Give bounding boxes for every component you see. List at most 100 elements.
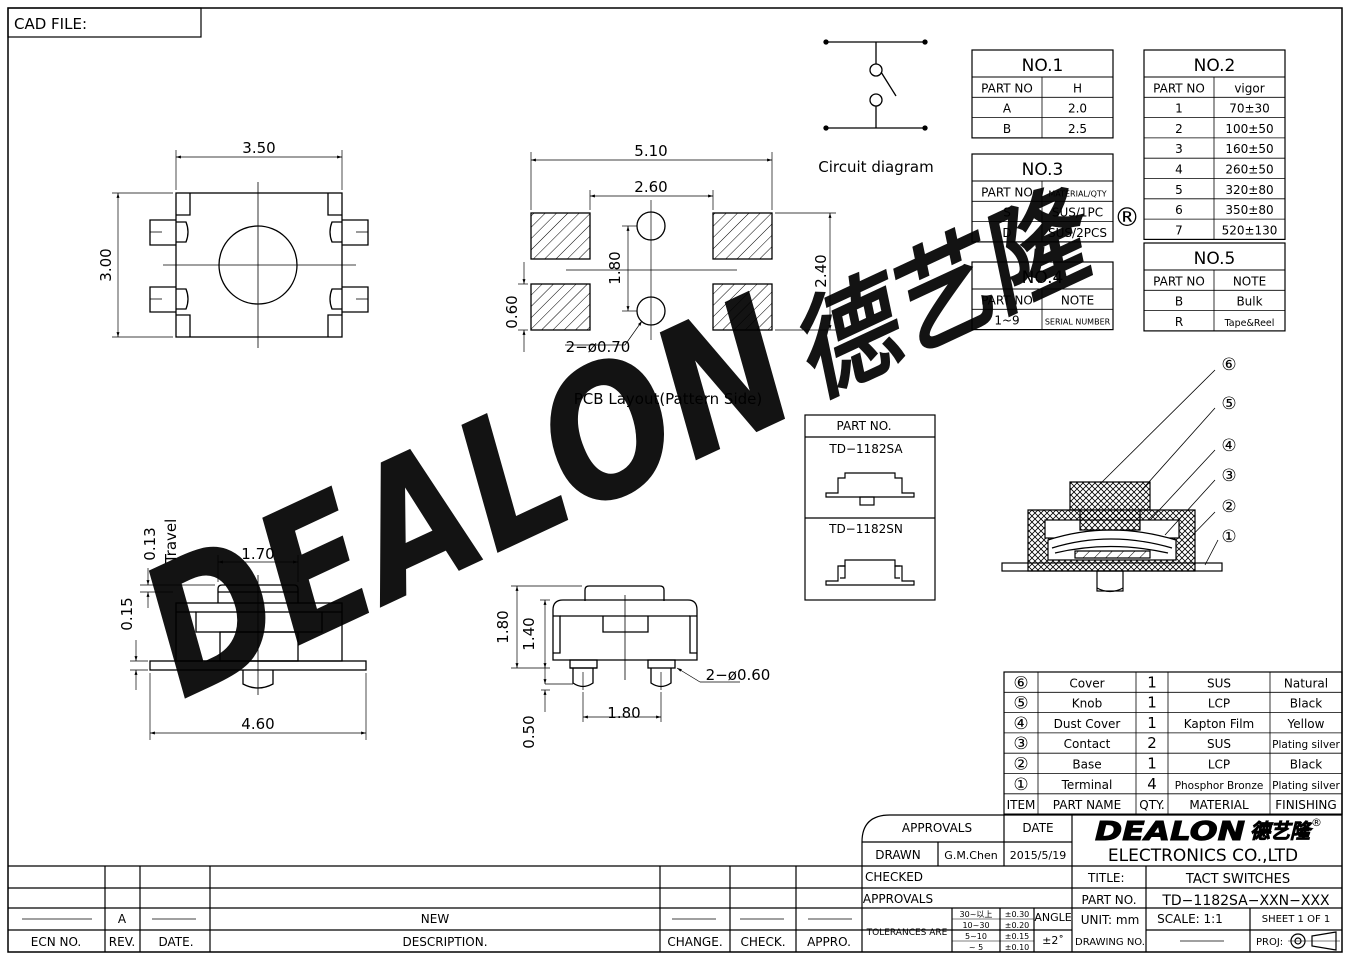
company-logo-registered: ®	[1311, 816, 1322, 829]
rev-header-date: DATE.	[158, 935, 193, 949]
part-no-sa: TD−1182SA	[828, 442, 903, 456]
bom-cell: Knob	[1072, 697, 1102, 711]
tb-scale: SCALE: 1:1	[1157, 912, 1223, 926]
table-no5-cell: B	[1175, 295, 1183, 309]
bom-cell: Cover	[1069, 676, 1104, 690]
bom-cell: 1	[1147, 714, 1157, 732]
company-name: ELECTRONICS CO.,LTD	[1108, 846, 1298, 866]
table-no3-header: PART NO	[981, 185, 1033, 199]
table-no3-cell: SUS/1PC	[1052, 206, 1103, 220]
dim-pcb-pitch: 2.60	[634, 178, 667, 196]
table-no2-cell: 6	[1175, 203, 1183, 217]
table-no2-cell: 1	[1175, 102, 1183, 116]
bom-cell: 1	[1147, 694, 1157, 712]
bom-cell: ②	[1013, 755, 1028, 775]
dim-side-015: 0.15	[118, 597, 136, 630]
table-no4-header: PART NO	[981, 293, 1033, 307]
table-no1-cell: 2.0	[1068, 102, 1087, 116]
dim-top-height: 3.00	[97, 248, 115, 281]
tb-unit: UNIT: mm	[1081, 913, 1140, 927]
table-no2-cell: 520±130	[1222, 223, 1278, 237]
bom-cell: Natural	[1284, 676, 1328, 690]
watermark-cjk: 德艺隆	[770, 168, 1118, 421]
table-no3-title: NO.3	[1022, 160, 1064, 180]
pcb-layout-label: PCB Layout(Pattern Side)	[574, 390, 762, 408]
bom-cell: ⑤	[1013, 694, 1028, 714]
bom-cell: Dust Cover	[1054, 717, 1121, 731]
table-no2-title: NO.2	[1194, 56, 1236, 76]
bom-cell: 4	[1147, 775, 1157, 793]
tb-angle: ANGLE	[1034, 911, 1071, 924]
table-no5-cell: Tape&Reel	[1224, 318, 1275, 329]
bom-cell: Kapton Film	[1184, 717, 1254, 731]
dim-front-peg: 2−ø0.60	[706, 666, 771, 684]
callout-5: ⑤	[1221, 394, 1236, 414]
tb-tol-range-3: 5~10	[965, 932, 987, 941]
cad-file-label: CAD FILE:	[14, 15, 87, 33]
table-no1-header: PART NO	[981, 81, 1033, 95]
callout-4: ④	[1221, 436, 1236, 456]
callout-2: ②	[1221, 497, 1236, 517]
table-no1-cell: A	[1003, 102, 1012, 116]
bom-header: MATERIAL	[1189, 798, 1249, 812]
bom-header: ITEM	[1007, 798, 1036, 812]
dealon-watermark: DEALON 德艺隆	[112, 168, 1118, 739]
tb-drawing-no: DRAWING NO.	[1075, 937, 1145, 948]
table-no5-cell: R	[1175, 315, 1183, 329]
bom-cell: 1	[1147, 673, 1157, 691]
company-logo-cjk: 德艺隆	[1250, 819, 1313, 843]
title-block	[8, 814, 1342, 952]
tb-tol-value-1: ±0.30	[1005, 910, 1030, 919]
table-no4-cell: SERIAL NUMBER	[1045, 318, 1111, 327]
front-view	[511, 585, 740, 722]
table-no2-header: vigor	[1234, 81, 1264, 95]
dim-pcb-pad: 0.60	[503, 295, 521, 328]
table-no3-cell: SUS/2PCS	[1048, 226, 1107, 240]
tb-tol-value-2: ±0.20	[1005, 921, 1030, 930]
table-no1-cell: B	[1003, 122, 1011, 136]
table-no1-title: NO.1	[1022, 56, 1064, 76]
bom-cell: ③	[1013, 734, 1028, 754]
dim-front-140: 1.40	[520, 617, 538, 650]
pcb-layout-view	[518, 152, 836, 352]
table-no4-cell: 1~9	[994, 314, 1019, 328]
table-no2-cell: 100±50	[1225, 122, 1273, 136]
table-no4-title: NO.4	[1022, 268, 1064, 288]
dim-pcb-total: 5.10	[634, 142, 667, 160]
tb-title: TACT SWITCHES	[1185, 872, 1290, 887]
table-no1-cell: 2.5	[1068, 122, 1087, 136]
bom-cell: 1	[1147, 755, 1157, 773]
bom-cell: Phosphor Bronze	[1175, 780, 1264, 792]
section-callouts: ⑥ ⑤ ④ ③ ② ①	[1221, 355, 1236, 547]
bom-header: QTY.	[1139, 798, 1165, 812]
tb-tolerances: TOLERANCES ARE	[866, 928, 948, 938]
tb-sheet: SHEET 1 OF 1	[1262, 914, 1331, 925]
watermark-registered: ®	[1114, 203, 1140, 233]
tb-tol-value-4: ±0.10	[1005, 943, 1030, 952]
table-no3-cell: S	[1003, 206, 1011, 220]
rev-description: NEW	[421, 912, 450, 926]
table-no3-cell: D	[1002, 226, 1011, 240]
rev-header-description: DESCRIPTION.	[402, 935, 487, 949]
tb-tol-range-1: 30~以上	[960, 910, 993, 919]
table-no2-cell: 350±80	[1225, 203, 1273, 217]
part-no-box-title: PART NO.	[836, 419, 891, 433]
tb-checked: CHECKED	[865, 870, 923, 884]
dim-side-460: 4.60	[241, 715, 274, 733]
part-no-box	[804, 414, 936, 601]
dim-travel: 0.13	[141, 527, 159, 560]
table-no2-cell: 5	[1175, 183, 1183, 197]
table-no2-cell: 160±50	[1225, 142, 1273, 156]
bom-cell: LCP	[1208, 697, 1230, 711]
rev-header-rev: REV.	[109, 935, 135, 949]
bom-cell: Yellow	[1287, 717, 1325, 731]
table-no3-header: MATERIAL/QTY	[1048, 189, 1106, 198]
tb-proj: PROJ:	[1256, 937, 1283, 948]
rev-header-appro: APPRO.	[807, 935, 851, 949]
